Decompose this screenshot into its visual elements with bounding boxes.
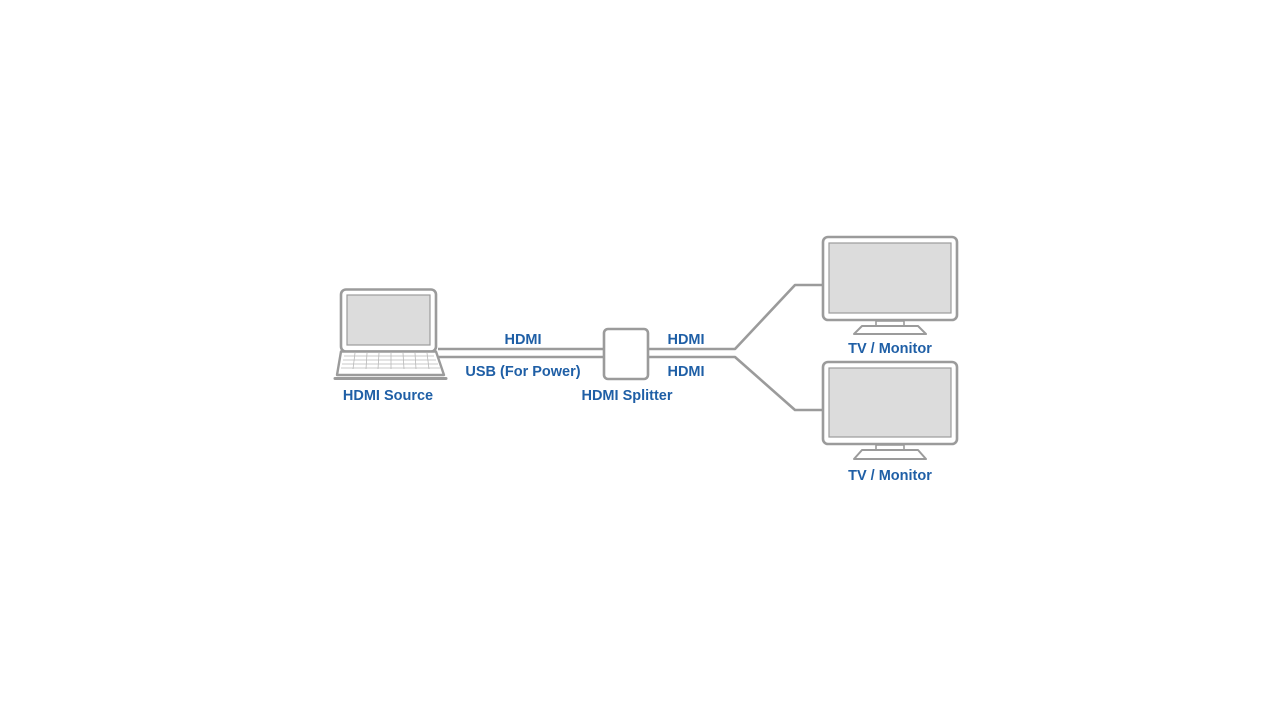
label-monitor-bottom: TV / Monitor [848, 468, 932, 484]
splitter-box-icon [602, 327, 650, 381]
monitor-icon [821, 360, 959, 460]
label-cable-hdmi-out-top: HDMI [667, 332, 704, 348]
cable-hdmi-out-bottom [648, 355, 824, 412]
cable-hdmi-out-top [648, 283, 824, 351]
label-cable-usb-power: USB (For Power) [465, 364, 580, 380]
label-hdmi-source: HDMI Source [343, 388, 433, 404]
label-monitor-top: TV / Monitor [848, 341, 932, 357]
label-hdmi-splitter: HDMI Splitter [581, 388, 672, 404]
laptop-icon [333, 288, 448, 380]
label-cable-hdmi-in: HDMI [504, 332, 541, 348]
monitor-icon [821, 235, 959, 335]
cables [438, 283, 824, 412]
label-cable-hdmi-out-bottom: HDMI [667, 364, 704, 380]
